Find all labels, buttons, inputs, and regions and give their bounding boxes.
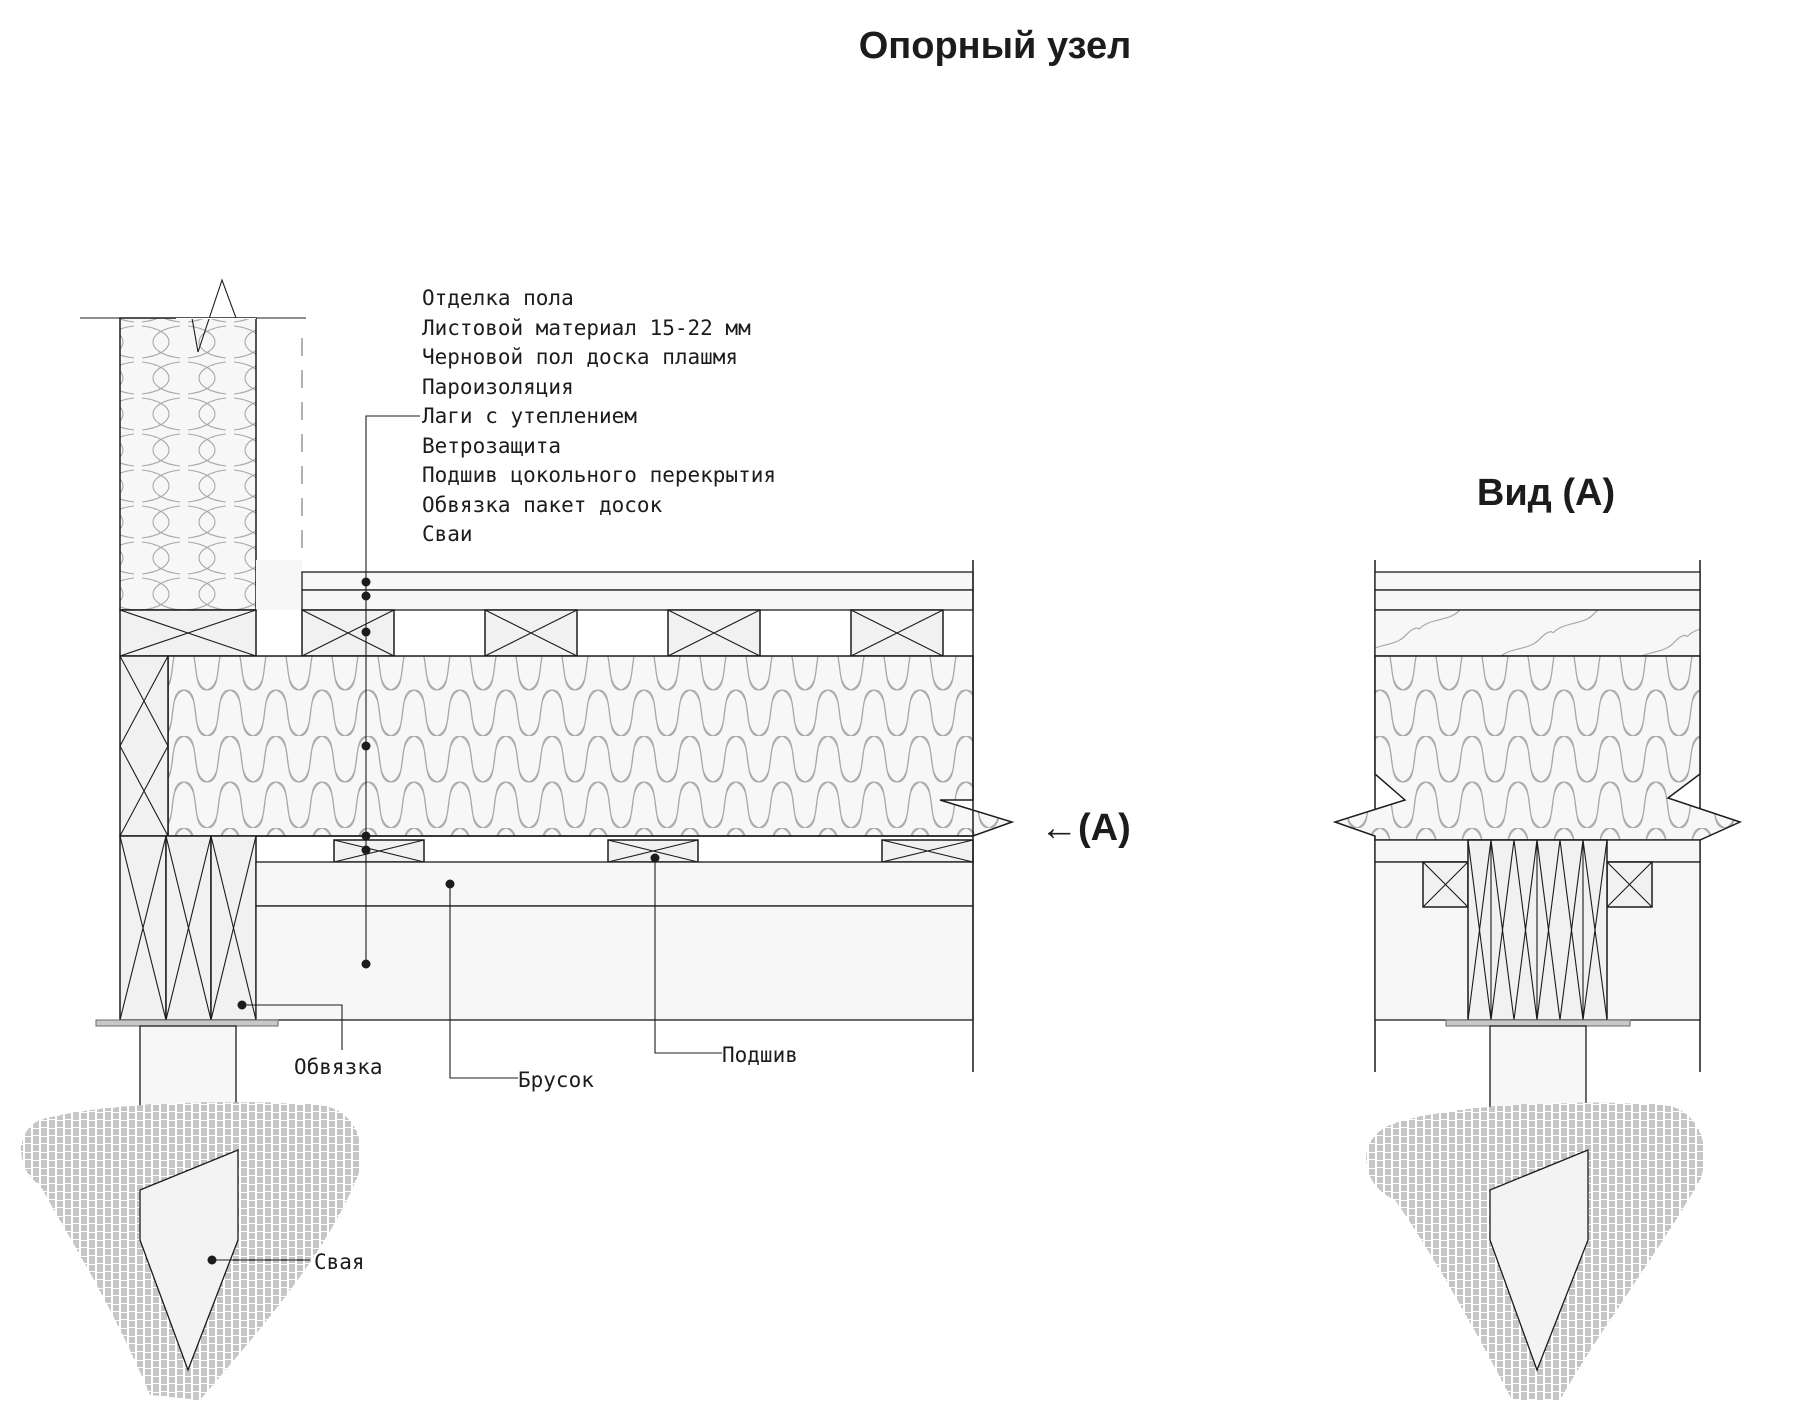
callout-podshiv: Подшив xyxy=(722,1043,798,1067)
dot-batten xyxy=(361,845,371,855)
layer-label: Пароизоляция xyxy=(422,375,574,399)
layer-label: Подшив цокольного перекрытия xyxy=(422,463,776,487)
sill-beam-package xyxy=(119,835,257,1021)
layer-label: Обвязка пакет досок xyxy=(422,493,663,517)
sub-lining xyxy=(255,861,974,907)
battens xyxy=(333,839,974,863)
layer-label: Лаги с утеплением xyxy=(422,404,637,428)
dot-joist xyxy=(361,627,371,637)
pile-head xyxy=(139,1025,237,1111)
callout-obvyazka: Обвязка xyxy=(294,1055,383,1079)
section-marker: ←(А) xyxy=(1040,807,1131,849)
rim-board xyxy=(119,655,169,837)
view-a-floor-finish xyxy=(1374,571,1701,591)
layer-label: Ветрозащита xyxy=(422,434,561,458)
sheet-material xyxy=(301,589,974,611)
dot-beam-space xyxy=(361,959,371,969)
layer-list: Отделка пола Листовой материал 15-22 мм … xyxy=(422,286,776,546)
layer-label: Черновой пол доска плашмя xyxy=(422,345,738,369)
view-a-insulation xyxy=(1332,655,1743,841)
waterproofing-plate xyxy=(95,1019,279,1027)
layer-label: Листовой материал 15-22 мм xyxy=(422,316,751,340)
beam-space xyxy=(255,905,974,1021)
floor-finish xyxy=(301,571,974,591)
pile-right xyxy=(1489,1149,1589,1372)
dot-sheet xyxy=(361,591,371,601)
view-a-title: Вид (А) xyxy=(1477,472,1615,514)
layer-label: Отделка пола xyxy=(422,286,574,310)
dot-finish xyxy=(361,577,371,587)
layer-label: Сваи xyxy=(422,522,473,546)
pile-left xyxy=(139,1149,239,1372)
callout-brusok: Брусок xyxy=(518,1068,594,1092)
dot-windbarrier xyxy=(361,831,371,841)
floor-joists xyxy=(301,609,944,657)
callout-svaya: Свая xyxy=(314,1250,365,1274)
section-left xyxy=(21,278,1015,1400)
view-a xyxy=(1332,560,1743,1400)
floor-insulation xyxy=(167,655,1015,837)
view-a-sheet-material xyxy=(1374,589,1701,611)
wall-insulation xyxy=(119,317,257,611)
leader-lines xyxy=(207,415,722,1265)
main-title: Опорный узел xyxy=(859,25,1132,67)
view-a-joist xyxy=(1374,609,1701,657)
dot-insulation xyxy=(361,741,371,751)
